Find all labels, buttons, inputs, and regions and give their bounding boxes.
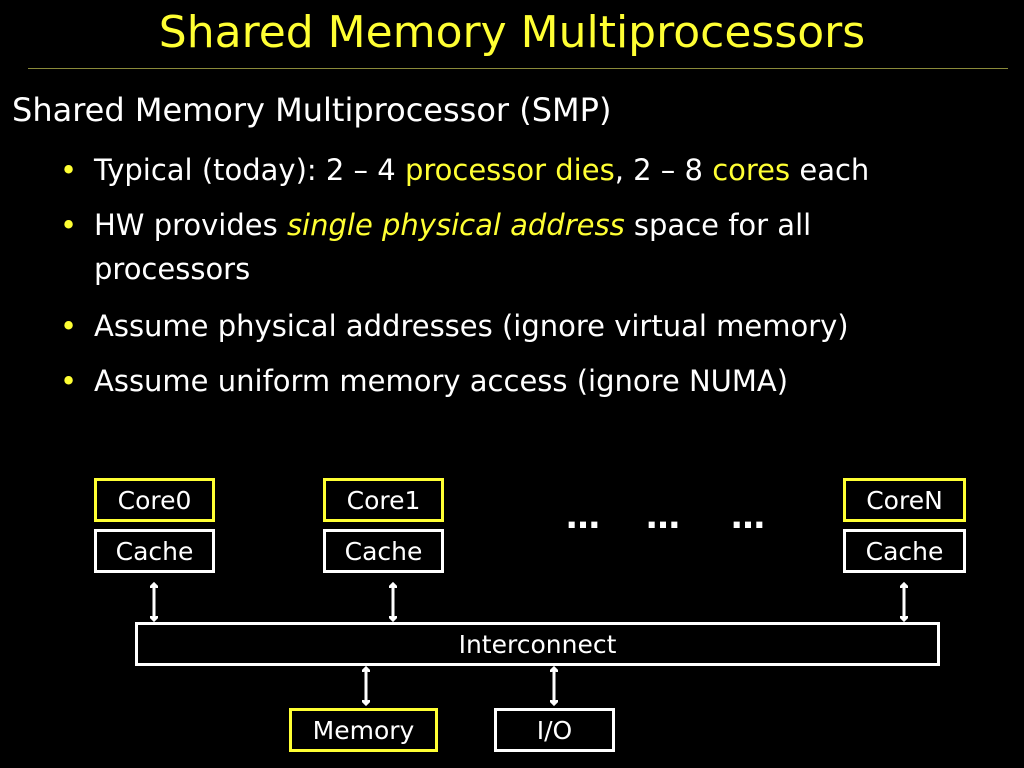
title-divider	[28, 68, 1008, 69]
bullet-text: Assume physical addresses (ignore virtua…	[94, 309, 849, 343]
bullet-text: each	[790, 153, 870, 187]
memory-box: Memory	[289, 708, 438, 752]
coren-box: CoreN	[843, 478, 966, 522]
bullet-text: , 2 – 8	[614, 153, 713, 187]
bullet-item: • Typical (today): 2 – 4 processor dies,…	[58, 148, 958, 192]
highlight-text: single physical address	[286, 208, 625, 242]
bullet-text: Assume uniform memory access (ignore NUM…	[94, 364, 789, 398]
core1-cache-box: Cache	[323, 529, 444, 573]
bullet-item: • Assume uniform memory access (ignore N…	[58, 359, 958, 403]
coren-cache-box: Cache	[843, 529, 966, 573]
bullet-text: space for all processors	[94, 208, 812, 286]
bullet-icon: •	[60, 309, 78, 343]
ellipsis: …	[731, 497, 765, 537]
ellipsis: …	[646, 497, 680, 537]
bullet-item: • HW provides single physical address sp…	[58, 203, 958, 291]
bullet-icon: •	[60, 208, 78, 242]
highlight-text: cores	[712, 153, 791, 187]
io-box: I/O	[494, 708, 615, 752]
highlight-text: processor dies	[404, 153, 615, 187]
interconnect-box: Interconnect	[135, 622, 940, 666]
bullet-text: Typical (today): 2 – 4	[94, 153, 405, 187]
slide-heading: Shared Memory Multiprocessor (SMP)	[12, 91, 612, 129]
bullet-item: • Assume physical addresses (ignore virt…	[58, 304, 958, 348]
slide-title: Shared Memory Multiprocessors	[158, 7, 866, 58]
core1-box: Core1	[323, 478, 444, 522]
ellipsis: …	[566, 497, 600, 537]
bullet-icon: •	[60, 364, 78, 398]
core0-cache-box: Cache	[94, 529, 215, 573]
bullet-list: • Typical (today): 2 – 4 processor dies,…	[58, 148, 958, 416]
bullet-icon: •	[60, 153, 78, 187]
bullet-text: HW provides	[94, 208, 287, 242]
core0-box: Core0	[94, 478, 215, 522]
